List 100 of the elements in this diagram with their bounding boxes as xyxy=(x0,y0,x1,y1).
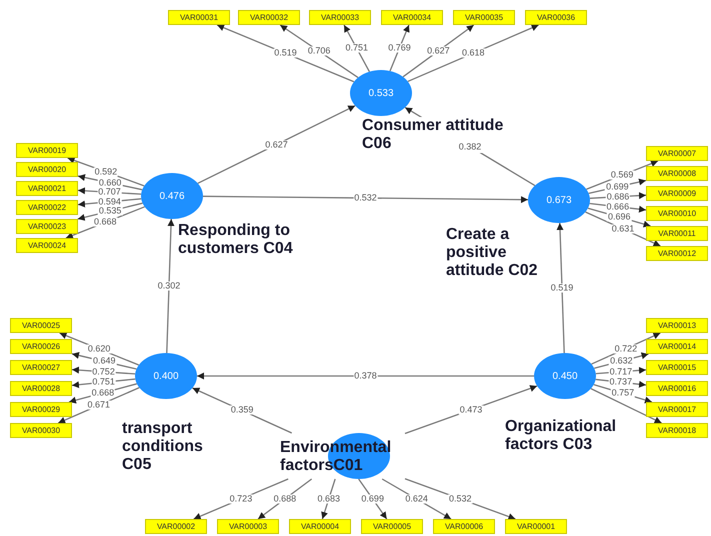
indicator-name: VAR00014 xyxy=(658,342,696,350)
arrow xyxy=(556,222,565,354)
indicator-name: VAR00023 xyxy=(28,222,66,230)
indicator-name: VAR00015 xyxy=(658,364,696,372)
r-squared-value: 0.400 xyxy=(153,370,179,384)
indicator-name: VAR00024 xyxy=(28,242,66,250)
indicator-box xyxy=(10,318,72,333)
indicator-name: VAR00012 xyxy=(658,250,696,258)
indicator-box xyxy=(361,519,423,534)
indicator-box xyxy=(238,10,300,25)
construct-circle xyxy=(350,70,412,116)
indicator-name: VAR00030 xyxy=(22,426,60,434)
indicator-box xyxy=(646,318,708,333)
indicator-box xyxy=(16,238,78,253)
indicator-name: VAR00002 xyxy=(156,522,196,530)
indicator-box xyxy=(646,360,708,375)
edge-label: 0.723 xyxy=(228,494,254,504)
indicator-box xyxy=(646,146,708,161)
arrow xyxy=(202,196,528,204)
indicator-name: VAR00017 xyxy=(658,406,696,414)
indicator-box xyxy=(10,423,72,438)
edge-label: 0.757 xyxy=(610,388,636,398)
edge-label: 0.627 xyxy=(264,140,289,149)
indicator-box xyxy=(646,246,708,261)
indicator-box xyxy=(289,519,351,534)
indicator-box xyxy=(646,186,708,201)
edge-label: 0.688 xyxy=(272,494,298,504)
indicator-box xyxy=(16,181,78,196)
edge-label: 0.302 xyxy=(156,282,182,290)
edge-label: 0.696 xyxy=(607,212,632,222)
edge-label: 0.752 xyxy=(91,367,116,376)
edge-label: 0.618 xyxy=(460,48,486,58)
arrow xyxy=(197,372,534,380)
indicator-box xyxy=(646,339,708,354)
indicator-name: VAR00003 xyxy=(228,522,268,530)
indicator-box xyxy=(646,166,708,181)
indicator-box xyxy=(505,519,567,534)
edge-label: 0.532 xyxy=(448,494,472,504)
edge-label: 0.594 xyxy=(97,197,122,206)
edge-label: 0.699 xyxy=(360,494,385,504)
edge-label: 0.706 xyxy=(306,46,332,56)
edge-label: 0.378 xyxy=(353,372,378,380)
edge-label: 0.359 xyxy=(230,406,254,415)
arrow xyxy=(198,105,356,184)
edge-label: 0.769 xyxy=(387,43,412,52)
edge-label: 0.632 xyxy=(609,356,634,366)
edge-label: 0.668 xyxy=(90,388,116,398)
indicator-box xyxy=(16,143,78,158)
edge-label: 0.627 xyxy=(426,46,451,56)
indicator-name: VAR00025 xyxy=(22,322,60,330)
indicator-name: VAR00011 xyxy=(658,230,696,238)
indicator-name: VAR00036 xyxy=(536,14,576,22)
indicator-name: VAR00009 xyxy=(658,190,696,198)
indicator-name: VAR00007 xyxy=(658,150,696,158)
indicator-box xyxy=(217,519,279,534)
construct-circle xyxy=(528,177,590,223)
edge-label: 0.519 xyxy=(550,284,574,292)
indicator-box xyxy=(16,219,78,234)
edge-label: 0.699 xyxy=(605,182,630,192)
indicator-name: VAR00019 xyxy=(28,146,66,154)
edge-label: 0.660 xyxy=(98,178,122,188)
indicator-box xyxy=(525,10,587,25)
indicator-name: VAR00021 xyxy=(28,184,66,192)
indicator-name: VAR00035 xyxy=(464,14,504,22)
construct-circle xyxy=(135,353,197,399)
indicator-name: VAR00022 xyxy=(28,204,66,212)
edge-label: 0.722 xyxy=(614,344,638,354)
edge-label: 0.666 xyxy=(606,202,630,212)
indicator-name: VAR00001 xyxy=(516,522,556,530)
edge-label: 0.686 xyxy=(606,192,630,202)
indicator-box xyxy=(309,10,371,25)
indicator-name: VAR00010 xyxy=(658,210,696,218)
indicator-name: VAR00027 xyxy=(22,364,60,372)
indicator-box xyxy=(453,10,515,25)
edge-label: 0.592 xyxy=(94,167,118,176)
indicator-box xyxy=(381,10,443,25)
indicator-box xyxy=(646,423,708,438)
edge-label: 0.671 xyxy=(86,400,111,410)
r-squared-value: 0.673 xyxy=(546,194,572,208)
edge-label: 0.620 xyxy=(86,344,112,354)
r-squared-value: 0.533 xyxy=(368,86,394,100)
r-squared-value: 0.476 xyxy=(159,190,185,204)
edge-label: 0.631 xyxy=(610,224,636,234)
edge-label: 0.624 xyxy=(404,494,429,504)
indicator-name: VAR00028 xyxy=(22,384,60,392)
edge-label: 0.751 xyxy=(91,378,116,387)
indicator-name: VAR00004 xyxy=(300,522,340,530)
indicator-box xyxy=(646,381,708,396)
indicator-name: VAR00013 xyxy=(658,322,696,330)
r-squared-value: 0.450 xyxy=(552,370,578,384)
indicator-box xyxy=(10,360,72,375)
indicator-box xyxy=(646,206,708,221)
edge-label: 0.683 xyxy=(316,494,342,504)
indicator-box xyxy=(10,381,72,396)
indicator-box xyxy=(145,519,207,534)
indicator-name: VAR00018 xyxy=(658,426,696,434)
indicator-box xyxy=(646,402,708,417)
edge-label: 0.668 xyxy=(93,218,118,227)
edge-label: 0.649 xyxy=(92,356,116,366)
indicator-name: VAR00034 xyxy=(392,14,432,22)
